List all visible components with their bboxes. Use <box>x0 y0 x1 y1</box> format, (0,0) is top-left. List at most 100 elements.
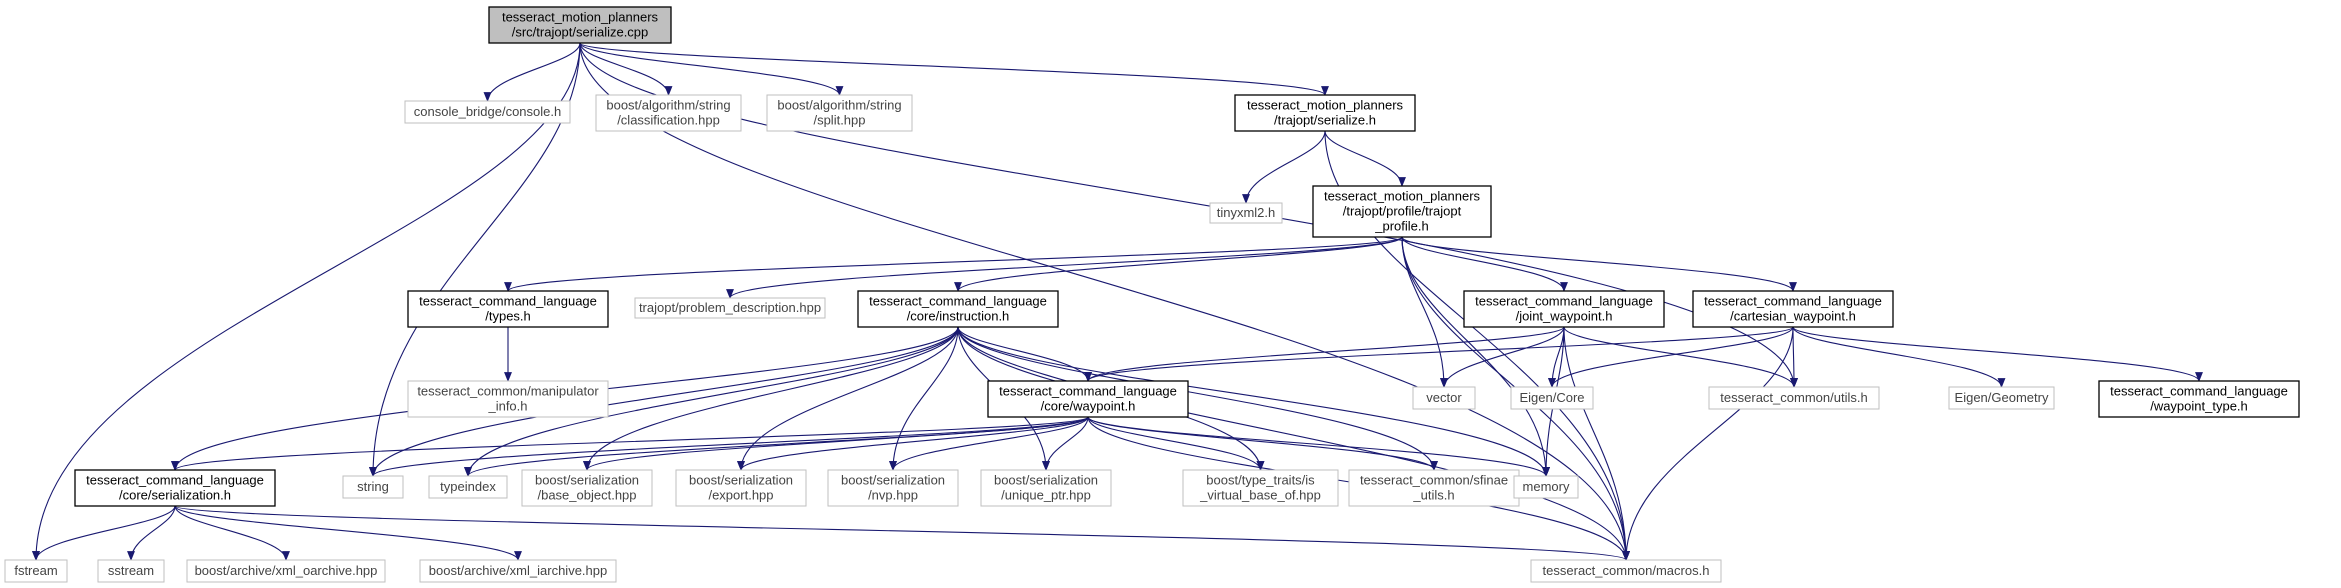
node-serialization[interactable]: tesseract_command_language/core/serializ… <box>74 469 276 507</box>
node-label-line: /core/waypoint.h <box>1041 399 1136 414</box>
node-classification[interactable]: boost/algorithm/string/classification.hp… <box>595 94 742 132</box>
node-box <box>1692 290 1894 328</box>
node-label-line: tesseract_command_language <box>419 294 597 309</box>
node-box <box>74 469 276 507</box>
node-label-line: tesseract_common/manipulator <box>417 384 599 399</box>
node-box <box>980 469 1112 507</box>
edge-instruction-to-sfinae <box>957 326 1438 471</box>
node-label-line: /nvp.hpp <box>868 488 918 503</box>
node-label-line: boost/serialization <box>841 473 945 488</box>
node-xml-oarchive[interactable]: boost/archive/xml_oarchive.hpp <box>186 559 386 583</box>
node-label-line: /types.h <box>485 309 531 324</box>
node-string[interactable]: string <box>342 475 404 499</box>
node-box <box>675 469 807 507</box>
edge-trajopt_profile-to-problem_desc <box>726 236 1403 299</box>
node-typeindex[interactable]: typeindex <box>428 475 508 499</box>
node-box <box>1209 202 1283 224</box>
node-manip-info[interactable]: tesseract_common/manipulator_info.h <box>407 380 609 418</box>
node-wp-type[interactable]: tesseract_command_language/waypoint_type… <box>2098 380 2300 418</box>
edge-serialization-to-macros <box>174 505 1630 561</box>
node-box <box>1708 386 1880 410</box>
node-label-line: Eigen/Core <box>1519 390 1584 405</box>
node-base-object[interactable]: boost/serialization/base_object.hpp <box>521 469 653 507</box>
node-memory[interactable]: memory <box>1513 475 1579 499</box>
node-label-line: /classification.hpp <box>617 113 720 128</box>
edge-cartesian_wp-to-eigen_core <box>1548 326 1794 388</box>
edge-waypoint-to-is_virtual <box>1087 416 1265 471</box>
node-xml-iarchive[interactable]: boost/archive/xml_iarchive.hpp <box>419 559 617 583</box>
node-instruction[interactable]: tesseract_command_language/core/instruct… <box>857 290 1059 328</box>
node-trajopt-profile[interactable]: tesseract_motion_planners/trajopt/profil… <box>1312 185 1492 238</box>
node-console[interactable]: console_bridge/console.h <box>404 100 571 124</box>
node-joint-wp[interactable]: tesseract_command_language/joint_waypoin… <box>1463 290 1665 328</box>
node-export[interactable]: boost/serialization/export.hpp <box>675 469 807 507</box>
node-label-line: tesseract_common/sfinae <box>1360 473 1508 488</box>
node-problem-desc[interactable]: trajopt/problem_description.hpp <box>634 297 826 319</box>
node-box <box>342 475 404 499</box>
node-utils[interactable]: tesseract_common/utils.h <box>1708 386 1880 410</box>
node-eigen-geom[interactable]: Eigen/Geometry <box>1948 386 2055 410</box>
node-label-line: /src/trajopt/serialize.cpp <box>512 25 649 40</box>
node-tinyxml[interactable]: tinyxml2.h <box>1209 202 1283 224</box>
edge-instruction-to-string <box>369 326 959 477</box>
node-cartesian-wp[interactable]: tesseract_command_language/cartesian_way… <box>1692 290 1894 328</box>
node-box <box>595 94 742 132</box>
node-box <box>857 290 1059 328</box>
edge-cartesian_wp-to-wp_type <box>1792 326 2203 382</box>
edge-instruction-to-nvp <box>889 326 959 471</box>
node-box <box>419 559 617 583</box>
node-box <box>407 380 609 418</box>
node-box <box>766 94 913 132</box>
edge-waypoint-to-memory <box>1087 416 1550 477</box>
edge-root-to-serialize_h <box>579 42 1329 96</box>
node-macros[interactable]: tesseract_common/macros.h <box>1530 559 1722 583</box>
node-waypoint[interactable]: tesseract_command_language/core/waypoint… <box>987 380 1189 418</box>
edge-cartesian_wp-to-eigen_geom <box>1792 326 2006 388</box>
edge-trajopt_profile-to-vector <box>1401 236 1448 388</box>
node-box <box>4 559 68 583</box>
node-box <box>1463 290 1665 328</box>
node-label-line: tesseract_command_language <box>2110 384 2288 399</box>
edge-serialization-to-sstream <box>127 505 176 561</box>
node-nvp[interactable]: boost/serialization/nvp.hpp <box>827 469 959 507</box>
node-label-line: /base_object.hpp <box>537 488 636 503</box>
node-box <box>634 297 826 319</box>
edge-serialization-to-fstream <box>32 505 176 561</box>
edge-root-to-utils <box>579 42 1798 388</box>
node-eigen-core[interactable]: Eigen/Core <box>1510 386 1594 410</box>
edge-instruction-to-base_object <box>583 326 959 471</box>
node-label-line: boost/serialization <box>535 473 639 488</box>
node-label-line: tesseract_command_language <box>1475 294 1653 309</box>
node-is-virtual[interactable]: boost/type_traits/is_virtual_base_of.hpp <box>1182 469 1339 507</box>
node-label-line: console_bridge/console.h <box>414 104 561 119</box>
edge-waypoint-to-base_object <box>583 416 1089 471</box>
edge-root-to-split <box>579 42 844 96</box>
edge-trajopt_profile-to-macros <box>1401 236 1630 561</box>
node-vector[interactable]: vector <box>1412 386 1476 410</box>
node-sfinae[interactable]: tesseract_common/sfinae_utils.h <box>1348 469 1520 507</box>
node-label-line: string <box>357 479 389 494</box>
edge-trajopt_profile-to-cartesian_wp <box>1401 236 1797 292</box>
node-box <box>488 6 672 44</box>
node-box <box>1513 475 1579 499</box>
node-sstream[interactable]: sstream <box>97 559 165 583</box>
node-box <box>1510 386 1594 410</box>
node-label-line: tesseract_command_language <box>1704 294 1882 309</box>
node-serialize-h[interactable]: tesseract_motion_planners/trajopt/serial… <box>1234 94 1416 132</box>
edge-serialize_h-to-trajopt_profile <box>1324 130 1406 187</box>
node-label-line: tesseract_command_language <box>869 294 1047 309</box>
node-label-line: fstream <box>14 563 57 578</box>
node-label-line: boost/algorithm/string <box>777 98 901 113</box>
node-split[interactable]: boost/algorithm/string/split.hpp <box>766 94 913 132</box>
node-label-line: tesseract_motion_planners <box>1324 189 1481 204</box>
node-root: tesseract_motion_planners/src/trajopt/se… <box>488 6 672 44</box>
node-box <box>97 559 165 583</box>
node-box <box>1312 185 1492 238</box>
node-box <box>1412 386 1476 410</box>
node-fstream[interactable]: fstream <box>4 559 68 583</box>
edge-trajopt_profile-to-memory <box>1401 236 1550 477</box>
node-label-line: tesseract_motion_planners <box>1247 98 1404 113</box>
node-label-line: tesseract_motion_planners <box>502 10 659 25</box>
node-types[interactable]: tesseract_command_language/types.h <box>407 290 609 328</box>
node-unique-ptr[interactable]: boost/serialization/unique_ptr.hpp <box>980 469 1112 507</box>
